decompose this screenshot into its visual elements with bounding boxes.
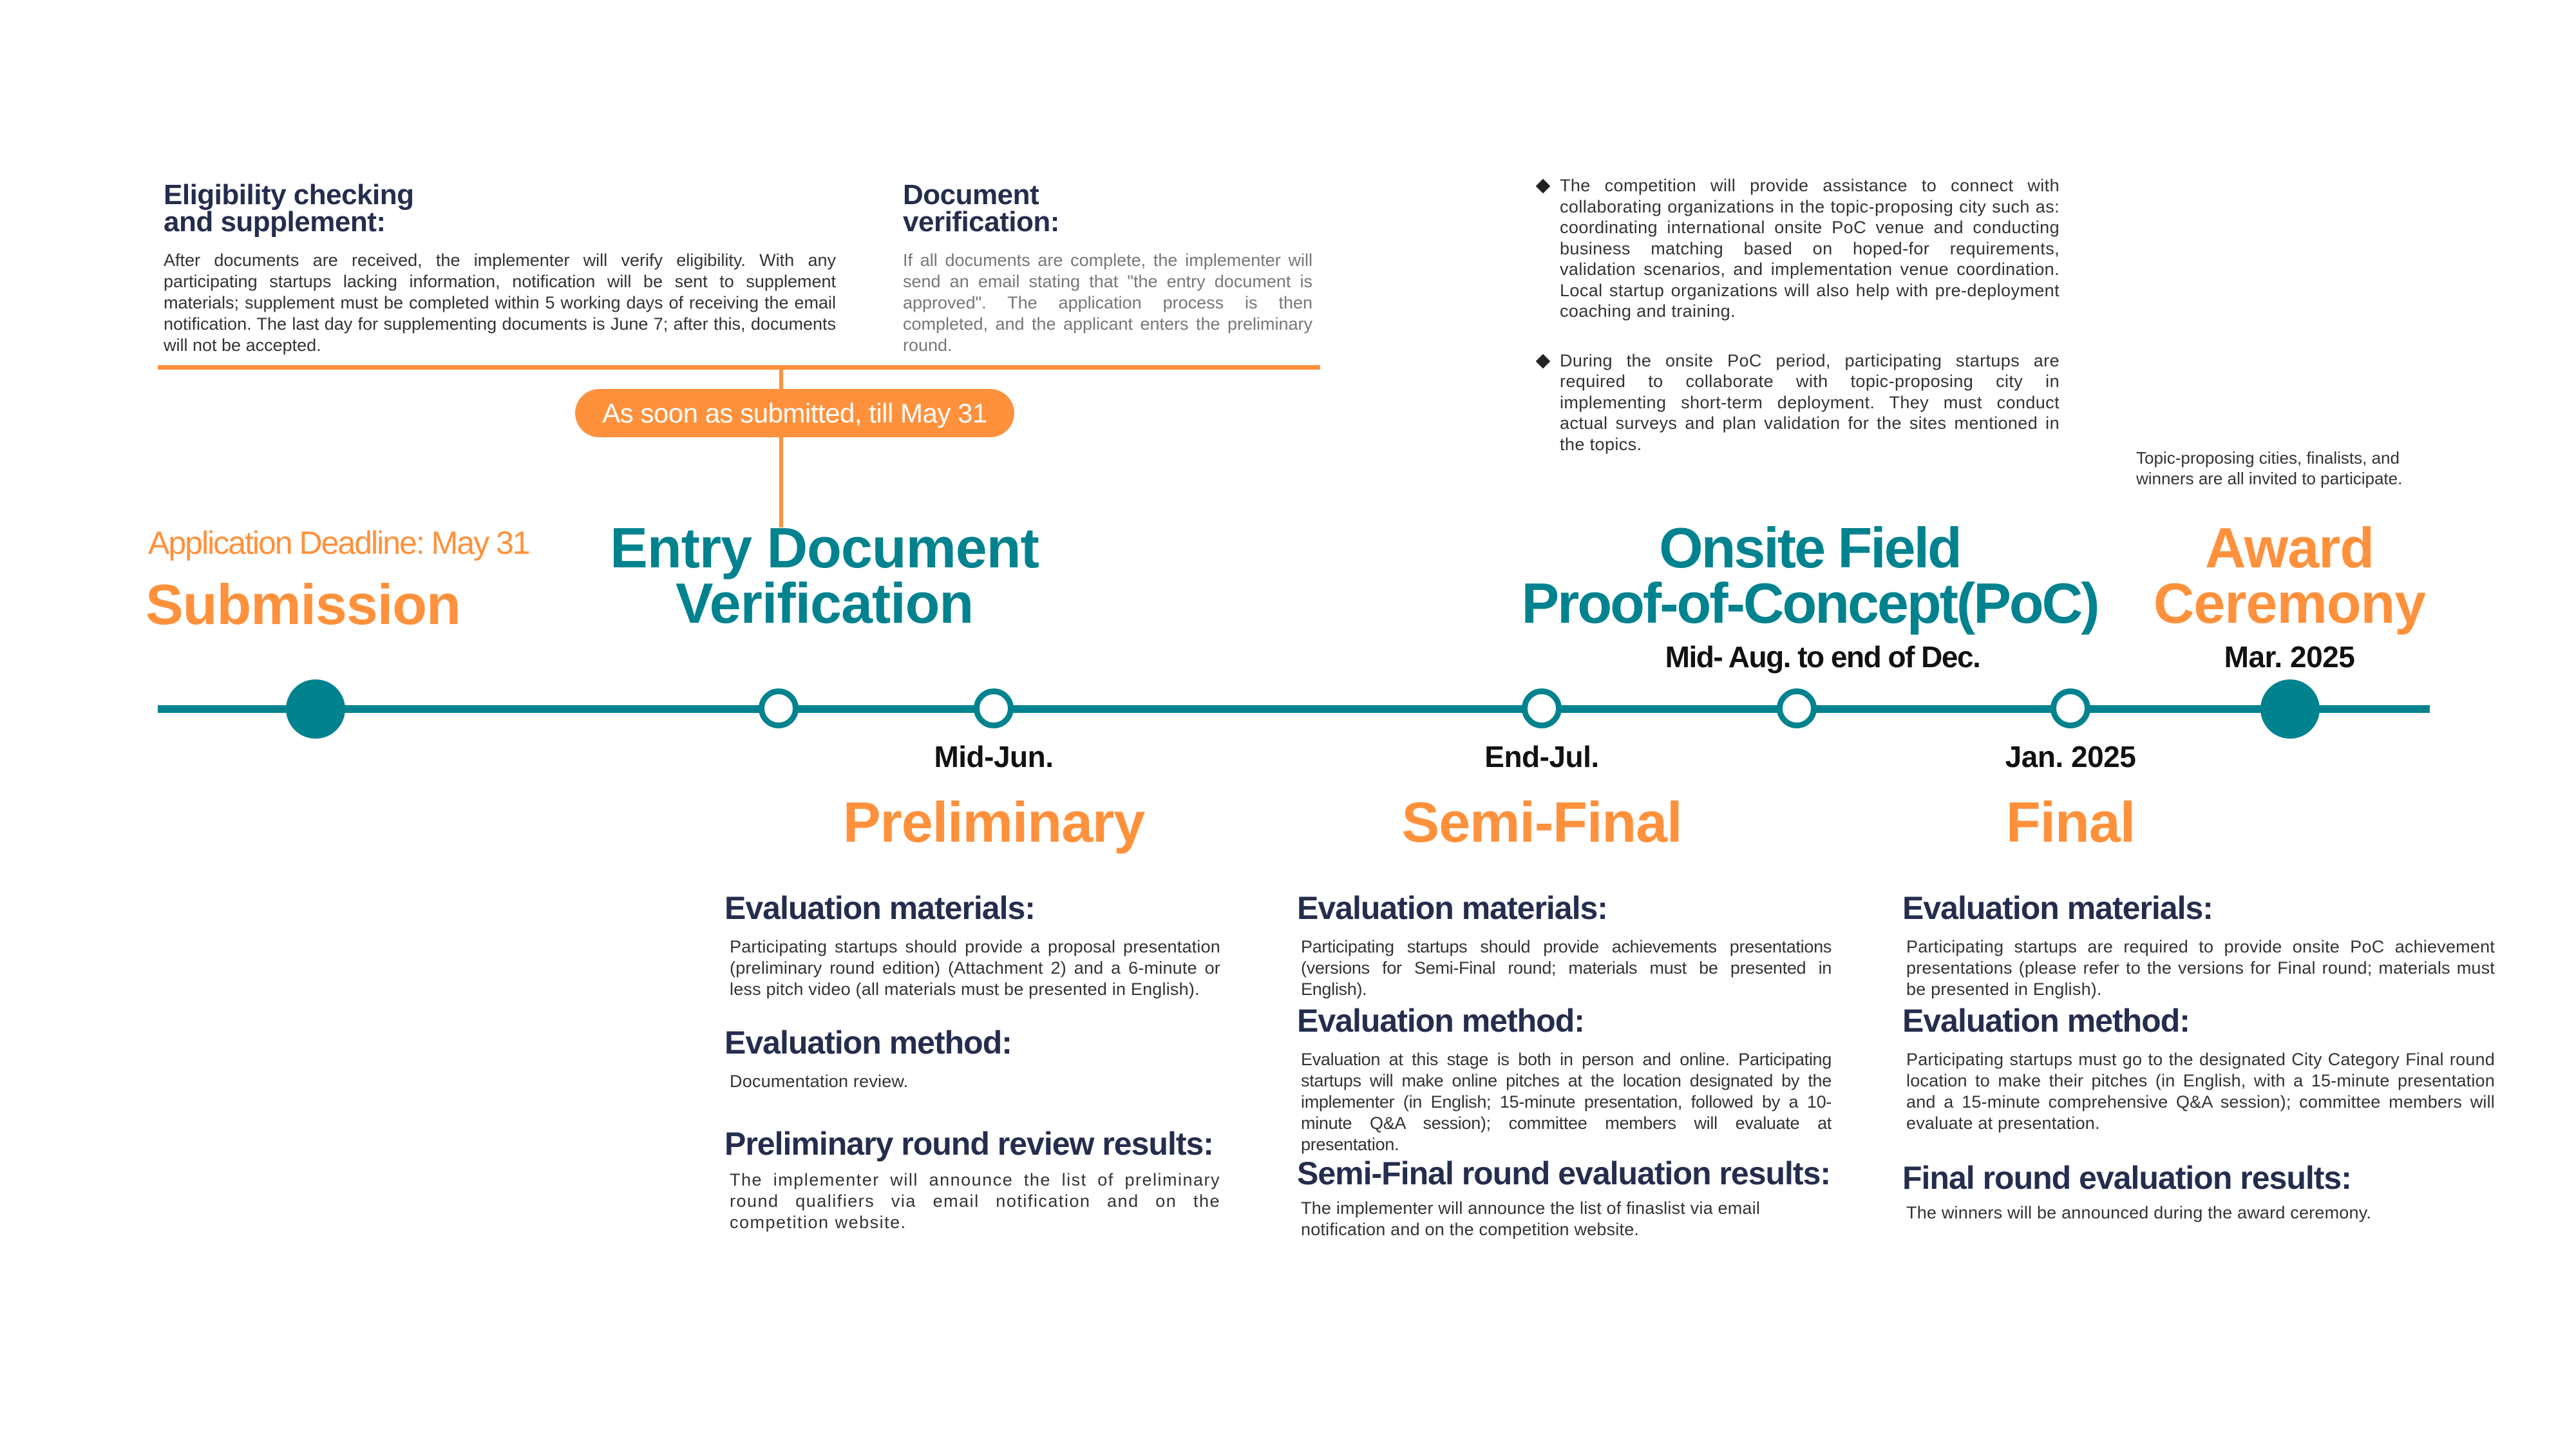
- poc-title-line2: Proof-of-Concept(PoC): [1521, 571, 2099, 635]
- award-title-line2: Ceremony: [2153, 571, 2426, 635]
- orange-connector-bottom: [779, 437, 783, 527]
- poc-bullet: During the onsite PoC period, participat…: [1534, 350, 2060, 455]
- section-heading: Semi-Final round evaluation results:: [1297, 1155, 1831, 1191]
- document-verification-text: If all documents are complete, the imple…: [903, 251, 1312, 355]
- eligibility-heading: Eligibility checking and supplement:: [164, 179, 836, 238]
- semi-final-title: Semi-Final: [1401, 790, 1683, 854]
- entry-verification-title-line1: Entry Document: [610, 516, 1039, 580]
- section-text: The winners will be announced during the…: [1906, 1203, 2372, 1222]
- section-text: Evaluation at this stage is both in pers…: [1301, 1050, 1832, 1154]
- poc-details: The competition will provide assistance …: [1534, 175, 2060, 455]
- orange-bracket-line: [158, 365, 1320, 370]
- section-text: The implementer will announce the list o…: [730, 1170, 1220, 1232]
- section-heading: Evaluation materials:: [1297, 890, 1608, 926]
- section-text: Participating startups are required to p…: [1906, 937, 2495, 999]
- milestone-submission: [286, 679, 345, 739]
- section-heading: Preliminary round review results:: [724, 1126, 1214, 1162]
- section-text: Participating startups must go to the de…: [1906, 1050, 2495, 1133]
- section-heading: Evaluation method:: [724, 1025, 1012, 1061]
- entry-verification-title: Entry Document Verification: [567, 516, 1082, 635]
- diamond-bullet-icon: [1535, 178, 1551, 194]
- final-column: Evaluation materials: Participating star…: [1902, 890, 2495, 1224]
- eligibility-text: After documents are received, the implem…: [164, 251, 836, 355]
- final-title: Final: [2005, 790, 2136, 854]
- poc-bullet-text: During the onsite PoC period, participat…: [1560, 350, 2060, 454]
- section-text: Participating startups should provide ac…: [1301, 937, 1832, 999]
- document-verification-heading-line1: Document: [903, 179, 1039, 211]
- award-note: Topic-proposing cities, finalists, and w…: [2136, 448, 2403, 488]
- milestone-poc: [1777, 688, 1817, 728]
- section-text: Documentation review.: [730, 1072, 909, 1091]
- entry-verification-title-line2: Verification: [675, 571, 974, 635]
- document-verification-heading-line2: verification:: [903, 206, 1059, 238]
- section-heading: Evaluation method:: [1297, 1003, 1585, 1039]
- eligibility-heading-line2: and supplement:: [164, 206, 386, 238]
- preliminary-column: Evaluation materials: Participating star…: [724, 890, 1220, 1233]
- poc-title: Onsite Field Proof-of-Concept(PoC): [1488, 516, 2132, 635]
- semi-final-column: Evaluation materials: Participating star…: [1297, 890, 1832, 1240]
- award-date: Mar. 2025: [2224, 640, 2355, 674]
- poc-date: Mid- Aug. to end of Dec.: [1665, 640, 1981, 674]
- poc-title-line1: Onsite Field: [1659, 516, 1962, 580]
- submission-deadline: Application Deadline: May 31: [148, 525, 531, 561]
- milestone-award: [2260, 679, 2320, 739]
- semi-final-date: End-Jul.: [1484, 740, 1599, 773]
- milestone-semi-final: [1522, 688, 1562, 728]
- preliminary-date: Mid-Jun.: [934, 740, 1054, 773]
- milestone-preliminary: [974, 688, 1014, 728]
- eligibility-section: Eligibility checking and supplement: Aft…: [164, 179, 836, 356]
- section-heading: Evaluation materials:: [724, 890, 1036, 926]
- section-heading: Evaluation method:: [1902, 1003, 2190, 1039]
- milestone-entry-verification: [759, 688, 799, 728]
- timeline-line: [158, 705, 2430, 713]
- section-heading: Final round evaluation results:: [1902, 1160, 2352, 1196]
- milestone-final: [2050, 688, 2090, 728]
- document-verification-heading: Document verification:: [903, 179, 1312, 238]
- final-date: Jan. 2025: [2005, 740, 2136, 773]
- poc-bullet: The competition will provide assistance …: [1534, 175, 2060, 322]
- eligibility-heading-line1: Eligibility checking: [164, 179, 414, 211]
- orange-connector-top: [779, 367, 783, 390]
- document-verification-section: Document verification: If all documents …: [903, 179, 1312, 356]
- award-title-line1: Award: [2204, 516, 2374, 580]
- award-title: Award Ceremony: [2125, 516, 2454, 635]
- diamond-bullet-icon: [1535, 354, 1551, 368]
- preliminary-title: Preliminary: [842, 790, 1145, 854]
- section-text: The implementer will announce the list o…: [1301, 1198, 1761, 1239]
- period-pill: As soon as submitted, till May 31: [575, 389, 1014, 437]
- section-heading: Evaluation materials:: [1902, 890, 2213, 926]
- submission-title: Submission: [146, 573, 461, 636]
- poc-bullet-text: The competition will provide assistance …: [1560, 176, 2060, 321]
- section-text: Participating startups should provide a …: [730, 937, 1220, 999]
